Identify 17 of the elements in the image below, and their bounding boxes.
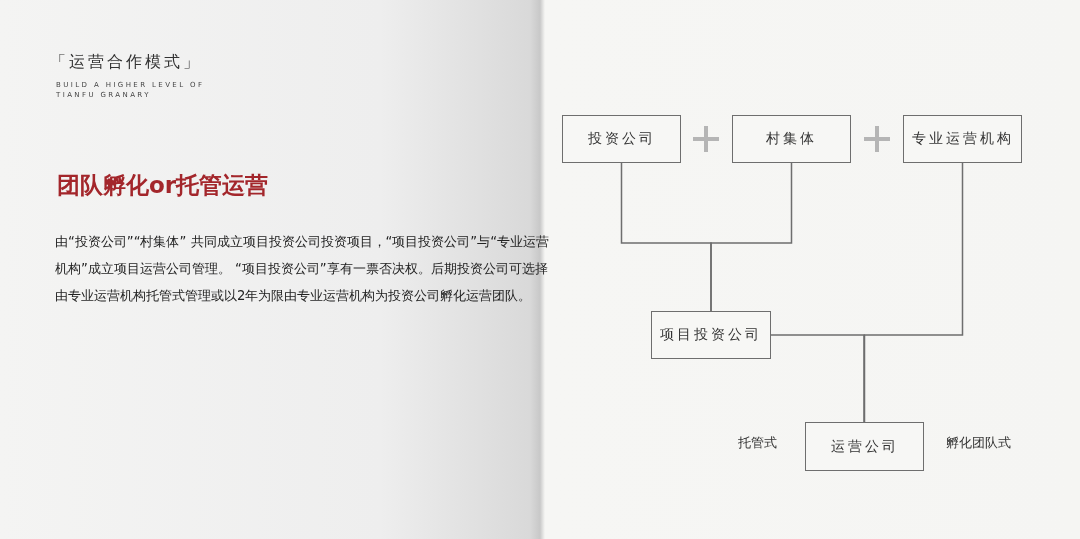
- section-heading: 团队孵化or托管运营: [57, 171, 269, 200]
- page-title: 「运营合作模式」: [50, 52, 202, 73]
- description-paragraph: 由“投资公司”“村集体” 共同成立项目投资公司投资项目，“项目投资公司”与“专业运营机构”成立项目运营公司管理。 “项目投资公司”享有一票否决权。后期投资公司可选择由专业运营机构托管式管理或以2年为限由专业运营机构为投资公司孵化运营团队。: [55, 233, 550, 305]
- entity-label: 项目投资公司: [660, 326, 762, 344]
- entity-box: [805, 422, 924, 471]
- mode-label: 孵化团队式: [946, 434, 1011, 452]
- entity-label: 运营公司: [830, 437, 899, 456]
- entity-label: 专业运营机构: [911, 130, 1014, 148]
- entity-box: [651, 311, 771, 359]
- mode-label: 托管式: [738, 434, 777, 452]
- entity-label: 村集体: [766, 130, 817, 148]
- connector-line: [770, 334, 865, 423]
- entity-box: [562, 115, 681, 163]
- connector-line: [710, 162, 793, 312]
- entity-box: [903, 115, 1022, 163]
- entity-label: 投资公司: [587, 130, 656, 148]
- entity-box: [732, 115, 851, 163]
